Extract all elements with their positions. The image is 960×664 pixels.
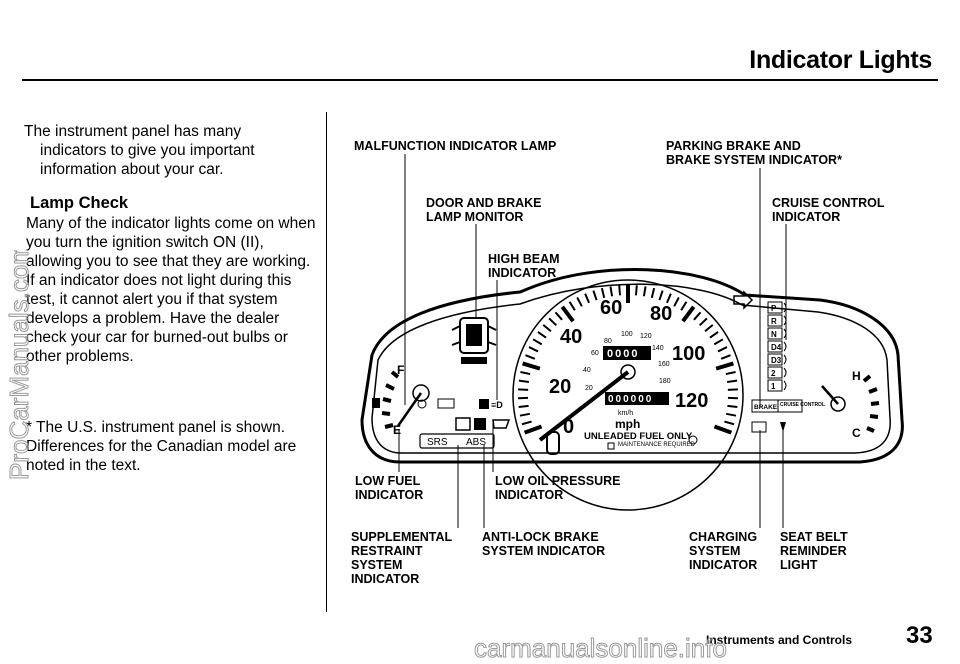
unleaded-text: UNLEADED FUEL ONLY (584, 431, 693, 442)
kmh-unit: km/h (618, 410, 633, 417)
mph-unit: mph (615, 417, 640, 431)
speed-tick (652, 288, 654, 298)
maintenance-lamp (608, 443, 614, 449)
speed-tick (525, 426, 542, 432)
speed-tick (674, 297, 679, 306)
speed-tick (644, 286, 646, 296)
speedometer: 20 40 60 80 100 120 0 20 40 60 80 100 12… (513, 280, 743, 510)
speed-tick (610, 286, 612, 296)
speed-tick (716, 363, 733, 368)
charging-icon (752, 422, 766, 432)
svg-text:≡D: ≡D (491, 400, 503, 410)
speed-tick (522, 422, 532, 425)
speed-tick (577, 297, 582, 306)
door-monitor-icon (452, 318, 496, 364)
speed-tick (714, 426, 731, 432)
speed-tick (585, 294, 589, 303)
speed-label-120: 120 (675, 390, 708, 412)
temp-hot-mark: H (852, 369, 861, 383)
cruise-lamp-text: CRUISE CONTROL (780, 402, 825, 408)
speed-tick (538, 332, 546, 338)
speed-tick (728, 389, 738, 390)
speed-tick (727, 381, 737, 382)
kmh-label-60: 60 (591, 350, 599, 357)
kmh-label-120: 120 (640, 333, 652, 340)
speed-tick (700, 318, 707, 325)
maintenance-text: MAINTENANCE REQUIRED (618, 442, 696, 448)
speed-tick (726, 372, 736, 374)
gear-marker (784, 368, 786, 377)
speed-tick (726, 414, 736, 416)
gear-label: D3 (771, 356, 782, 365)
gear-label: 2 (771, 369, 776, 378)
gear-marker (784, 342, 786, 351)
speed-tick (525, 355, 534, 359)
speed-tick (718, 347, 727, 351)
bottom-watermark: carmanualsonline.info (470, 630, 960, 664)
speed-tick (710, 332, 718, 338)
gear-label: N (771, 330, 777, 339)
kmh-label-140: 140 (652, 345, 664, 352)
kmh-label-40: 40 (583, 367, 591, 374)
speed-label-60: 60 (600, 297, 622, 319)
speed-tick (543, 325, 551, 331)
kmh-label-20: 20 (585, 385, 593, 392)
speed-tick (562, 307, 573, 321)
gear-marker (784, 381, 786, 390)
speed-tick (549, 318, 556, 325)
gear-label: R (771, 317, 777, 326)
speed-tick (667, 294, 671, 303)
temp-cold-mark: C (852, 426, 861, 440)
speed-tick (520, 414, 530, 416)
speed-tick (533, 339, 542, 344)
speed-tick (520, 372, 530, 374)
speed-tick (694, 312, 701, 320)
speed-tick (519, 406, 529, 407)
speed-tick (619, 285, 620, 295)
brake-lamp-text: BRAKE (754, 404, 778, 411)
fuel-pump-icon (372, 398, 380, 408)
temperature-gauge: H C (822, 369, 879, 440)
speed-tick (518, 389, 528, 390)
speed-tick (681, 302, 686, 310)
speed-tick (683, 307, 694, 321)
speed-tick (705, 325, 713, 331)
speed-label-100: 100 (672, 343, 705, 365)
speed-tick (727, 406, 737, 407)
kmh-label-160: 160 (658, 361, 670, 368)
seat-belt-icon (780, 422, 786, 432)
speed-label-20: 20 (549, 376, 571, 398)
speed-tick (555, 312, 562, 320)
speed-tick (721, 355, 730, 359)
speed-tick (529, 347, 538, 351)
kmh-label-100: 100 (621, 331, 633, 338)
speed-tick (523, 363, 540, 368)
fuel-full-mark: F (397, 363, 404, 377)
kmh-label-180: 180 (659, 378, 671, 385)
speed-tick (519, 381, 529, 382)
odometer-digits: 000000 (608, 394, 653, 405)
gear-label: D4 (771, 343, 782, 352)
srs-text: SRS (427, 437, 448, 448)
speed-tick (714, 339, 723, 344)
kmh-label-80: 80 (604, 338, 612, 345)
leader-lines (399, 154, 786, 528)
gear-label: 1 (771, 382, 776, 391)
speed-tick (593, 291, 596, 300)
speed-label-80: 80 (650, 303, 672, 325)
speed-tick (570, 302, 575, 310)
gear-marker (784, 355, 786, 364)
side-watermark: ProCarManuals.com (0, 250, 40, 480)
warning-icons: ≡D (418, 399, 509, 430)
speed-label-40: 40 (560, 326, 582, 348)
speed-tick (659, 291, 662, 300)
speed-tick (636, 285, 637, 295)
svg-text:carmanualsonline.info: carmanualsonline.info (474, 633, 727, 663)
gear-label: P (771, 304, 777, 313)
speed-tick (724, 422, 734, 425)
svg-text:ProCarManuals.com: ProCarManuals.com (4, 250, 34, 480)
abs-text: ABS (466, 437, 486, 448)
trip-digits: 0000 (607, 348, 639, 360)
